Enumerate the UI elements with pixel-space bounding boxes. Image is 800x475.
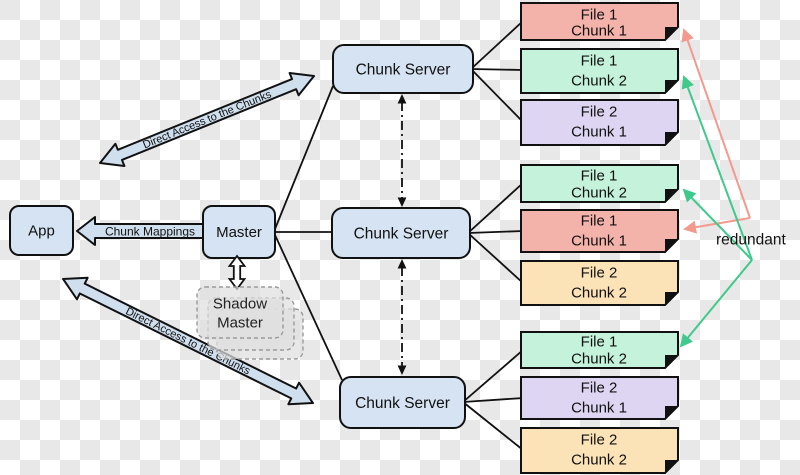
inter-server-sync-arrow-2	[397, 259, 407, 375]
app-node: App	[9, 205, 74, 256]
chunk-box-6-file: File 2	[581, 265, 618, 282]
chunk-box-5-chunk: Chunk 1	[571, 233, 627, 250]
chunk-box-7-chunk: Chunk 2	[571, 351, 627, 368]
chunk-mappings-arrow: Chunk Mappings	[76, 216, 204, 246]
chunk-box-8: File 2 Chunk 1	[520, 376, 679, 420]
edge-master-server1	[274, 85, 334, 230]
chunk-server-2-label: Chunk Server	[354, 226, 449, 243]
chunk-box-3-chunk: Chunk 1	[571, 124, 627, 141]
chunk-server-node-1: Chunk Server	[332, 44, 474, 94]
redundant-label: redundant	[716, 232, 787, 249]
chunk-box-1-chunk: Chunk 1	[571, 23, 627, 40]
chunk-box-2: File 1 Chunk 2	[520, 48, 679, 94]
chunk-box-5: File 1 Chunk 1	[520, 209, 679, 253]
inter-server-sync-arrow-1	[397, 94, 407, 207]
chunk-server-3-label: Chunk Server	[355, 395, 450, 412]
chunk-server-node-2: Chunk Server	[331, 207, 471, 259]
chunk-box-9-file: File 2	[581, 432, 618, 449]
chunk-box-4: File 1 Chunk 2	[520, 164, 679, 203]
chunk-box-7: File 1 Chunk 2	[520, 331, 679, 369]
chunk-box-1: File 1 Chunk 1	[520, 2, 679, 41]
chunk-box-1-file: File 1	[581, 7, 618, 24]
redundant-green-arrows	[679, 75, 753, 348]
master-node: Master	[202, 205, 276, 259]
shadow-master-label-line1: Shadow	[213, 296, 267, 313]
chunk-box-3: File 2 Chunk 1	[520, 99, 679, 146]
chunk-box-2-chunk: Chunk 2	[571, 73, 627, 90]
chunk-box-6: File 2 Chunk 2	[520, 260, 679, 306]
chunk-box-8-file: File 2	[581, 380, 618, 397]
chunk-box-9: File 2 Chunk 2	[520, 427, 679, 474]
master-shadow-arrow	[227, 254, 247, 291]
chunk-box-5-file: File 1	[581, 213, 618, 230]
direct-access-top-label: Direct Access to the Chunks	[141, 88, 273, 151]
edge-master-server3	[274, 234, 343, 381]
chunk-server-1-label: Chunk Server	[356, 62, 451, 79]
chunk-box-8-chunk: Chunk 1	[571, 400, 627, 417]
app-label: App	[28, 223, 55, 240]
chunk-box-7-file: File 1	[581, 334, 618, 351]
chunk-mappings-label: Chunk Mappings	[105, 225, 195, 239]
server-to-chunk-edges	[462, 20, 524, 451]
chunk-box-9-chunk: Chunk 2	[571, 452, 627, 469]
chunk-box-6-chunk: Chunk 2	[571, 285, 627, 302]
shadow-master-label-line2: Master	[217, 315, 263, 332]
master-label: Master	[216, 224, 262, 241]
chunk-server-node-3: Chunk Server	[339, 376, 466, 429]
chunk-box-3-file: File 2	[581, 104, 618, 121]
chunk-box-4-chunk: Chunk 2	[571, 185, 627, 202]
chunk-box-2-file: File 1	[581, 53, 618, 70]
chunk-box-4-file: File 1	[581, 168, 618, 185]
master-to-server-edges	[274, 85, 343, 381]
direct-access-arrow-top: Direct Access to the Chunks	[98, 72, 316, 167]
shadow-master-node: Shadow Master	[196, 286, 304, 360]
